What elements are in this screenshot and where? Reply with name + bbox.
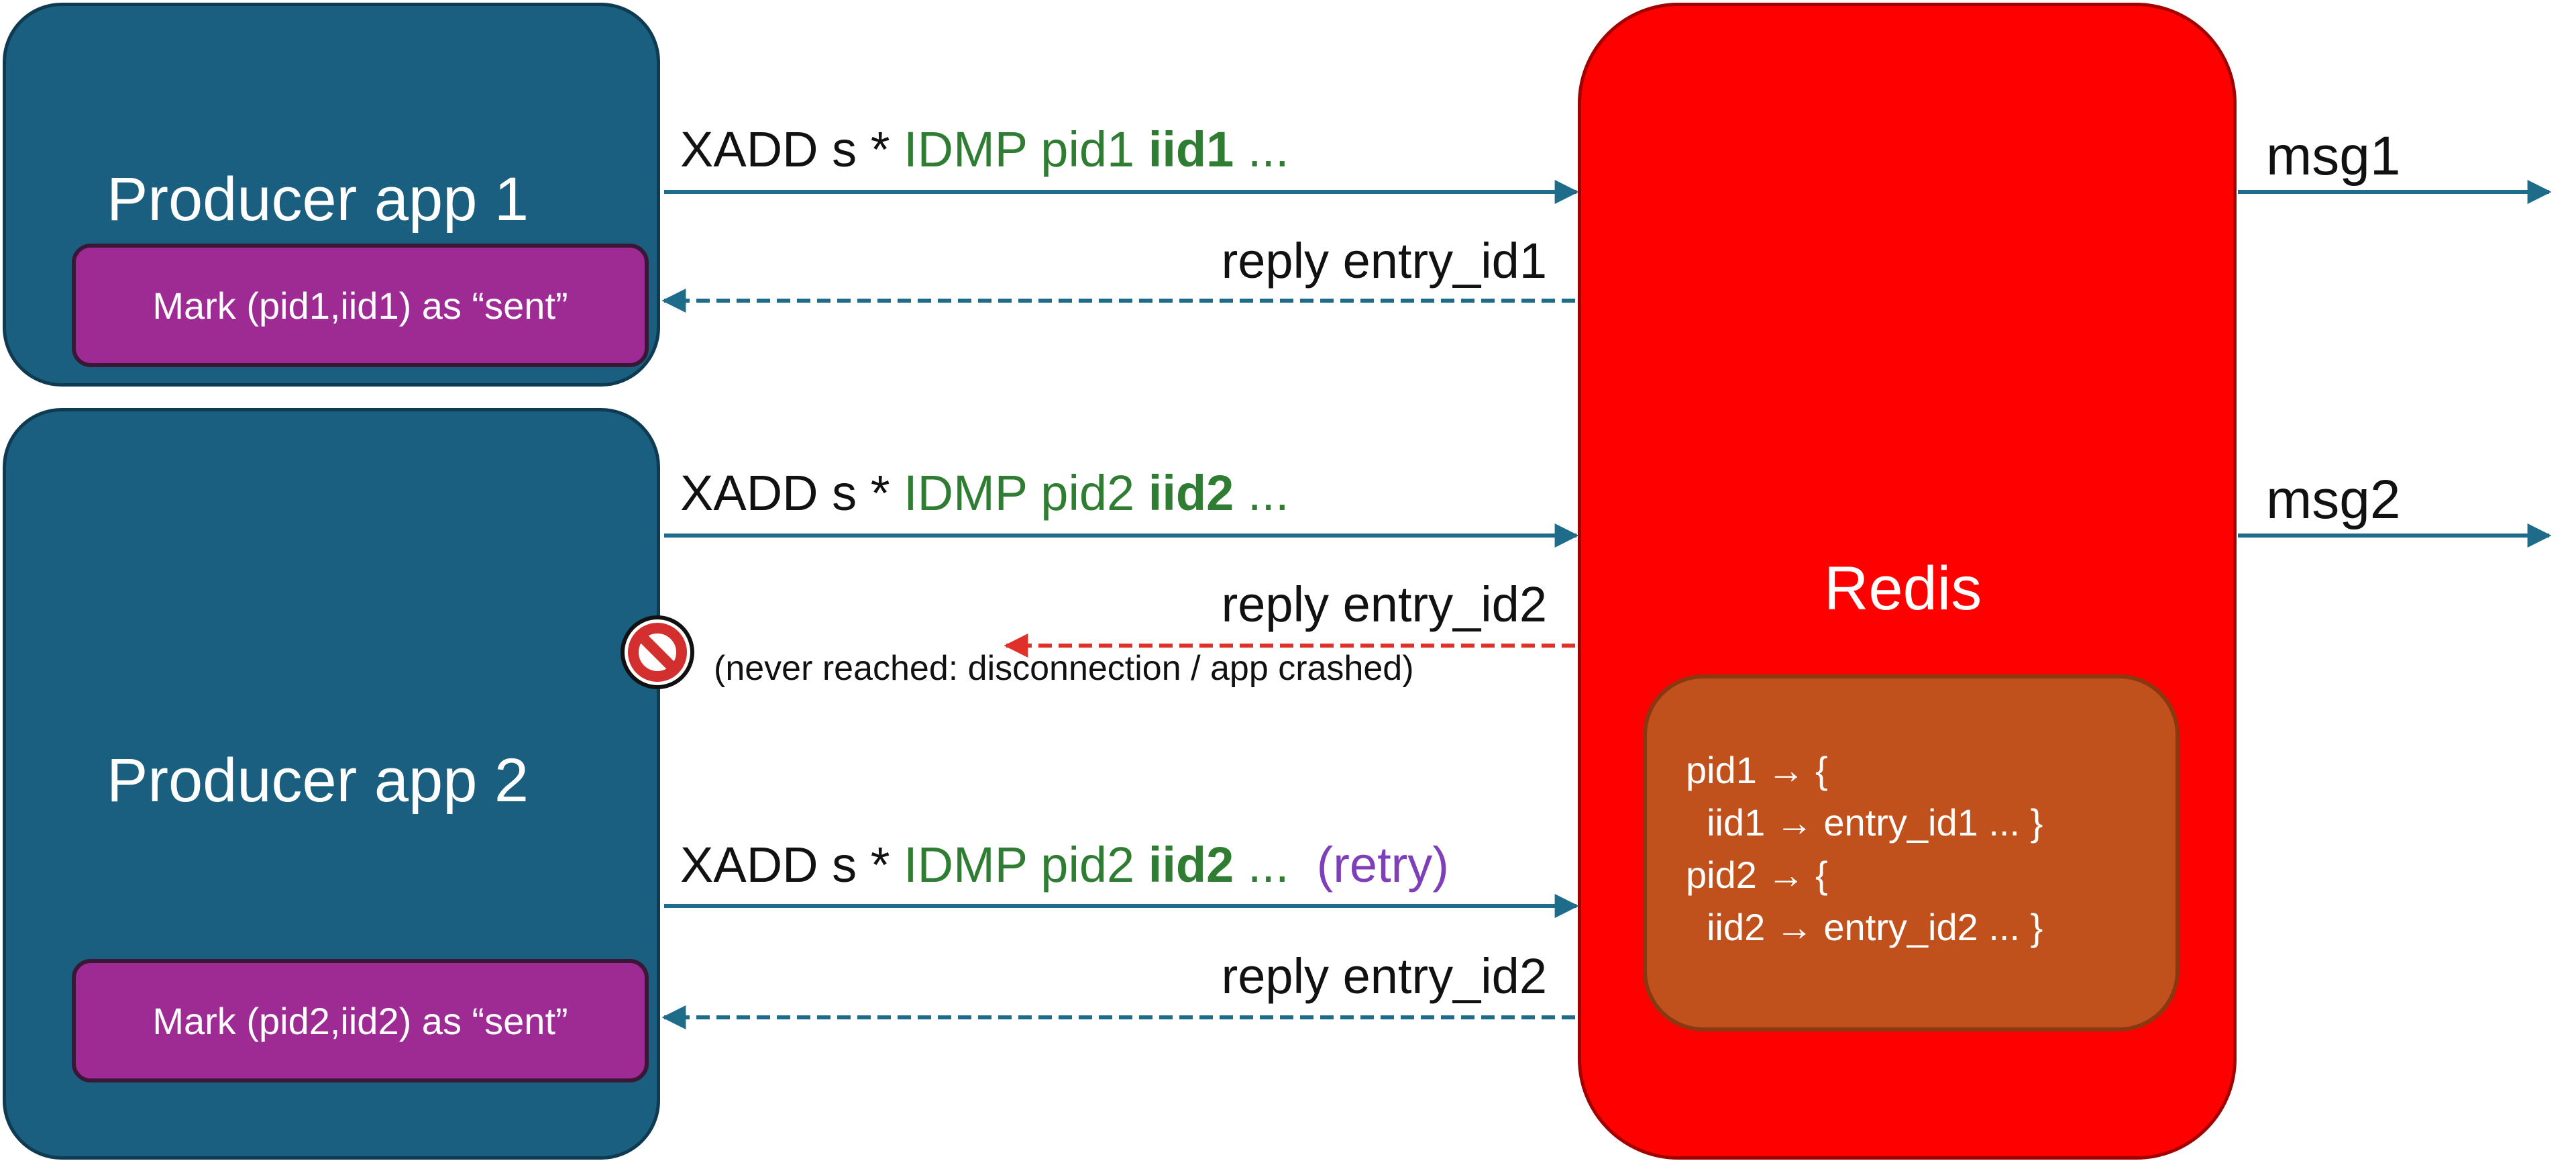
failure-note: (never reached: disconnection / app cras… — [714, 649, 1414, 688]
cmd-prefix: XADD s * — [680, 837, 904, 893]
store-line: pid2 → { — [1686, 854, 1828, 896]
producer-app-2-title: Producer app 2 — [107, 746, 529, 815]
reply-label-1: reply entry_id1 — [1221, 233, 1547, 289]
prohibited-icon — [621, 615, 694, 689]
xadd-command-2: XADD s * IDMP pid2 iid2 ... — [680, 464, 1289, 521]
cmd-idmp: IDMP pid1 — [904, 121, 1148, 177]
reply-label-2: reply entry_id2 — [1221, 576, 1547, 632]
cmd-suffix: ... — [1234, 465, 1289, 521]
store-line: pid1 → { — [1686, 749, 1828, 791]
producer-app-1: Producer app 1 Mark (pid1,iid1) as “sent… — [3, 3, 660, 387]
cmd-iid: iid1 — [1148, 121, 1234, 177]
cmd-idmp: IDMP pid2 — [904, 837, 1148, 893]
xadd-command-1: XADD s * IDMP pid1 iid1 ... — [680, 121, 1289, 178]
mark-sent-1: Mark (pid1,iid1) as “sent” — [72, 244, 649, 367]
producer-app-2: Producer app 2 Mark (pid2,iid2) as “sent… — [3, 408, 660, 1160]
retry-label: (retry) — [1316, 837, 1449, 893]
cmd-prefix: XADD s * — [680, 121, 904, 177]
output-msg-1: msg1 — [2266, 125, 2401, 187]
cmd-prefix: XADD s * — [680, 465, 904, 521]
output-msg-2: msg2 — [2266, 469, 2401, 530]
producer-app-1-title: Producer app 1 — [107, 165, 529, 234]
idmp-store: pid1 → { iid1 → entry_id1 ... } pid2 → {… — [1643, 674, 2180, 1031]
mark-sent-2: Mark (pid2,iid2) as “sent” — [72, 959, 649, 1082]
redis-title: Redis — [1824, 554, 1982, 623]
cmd-suffix: ... — [1234, 121, 1289, 177]
store-line: iid2 → entry_id2 ... } — [1686, 906, 2043, 948]
reply-label-3: reply entry_id2 — [1221, 948, 1547, 1004]
redis-server: Redis pid1 → { iid1 → entry_id1 ... } pi… — [1578, 3, 2237, 1160]
xadd-command-retry: XADD s * IDMP pid2 iid2 ... (retry) — [680, 836, 1449, 893]
cmd-suffix: ... — [1234, 837, 1289, 893]
cmd-iid: iid2 — [1148, 465, 1234, 521]
cmd-idmp: IDMP pid2 — [904, 465, 1148, 521]
cmd-iid: iid2 — [1148, 837, 1234, 893]
store-line: iid1 → entry_id1 ... } — [1686, 801, 2043, 844]
